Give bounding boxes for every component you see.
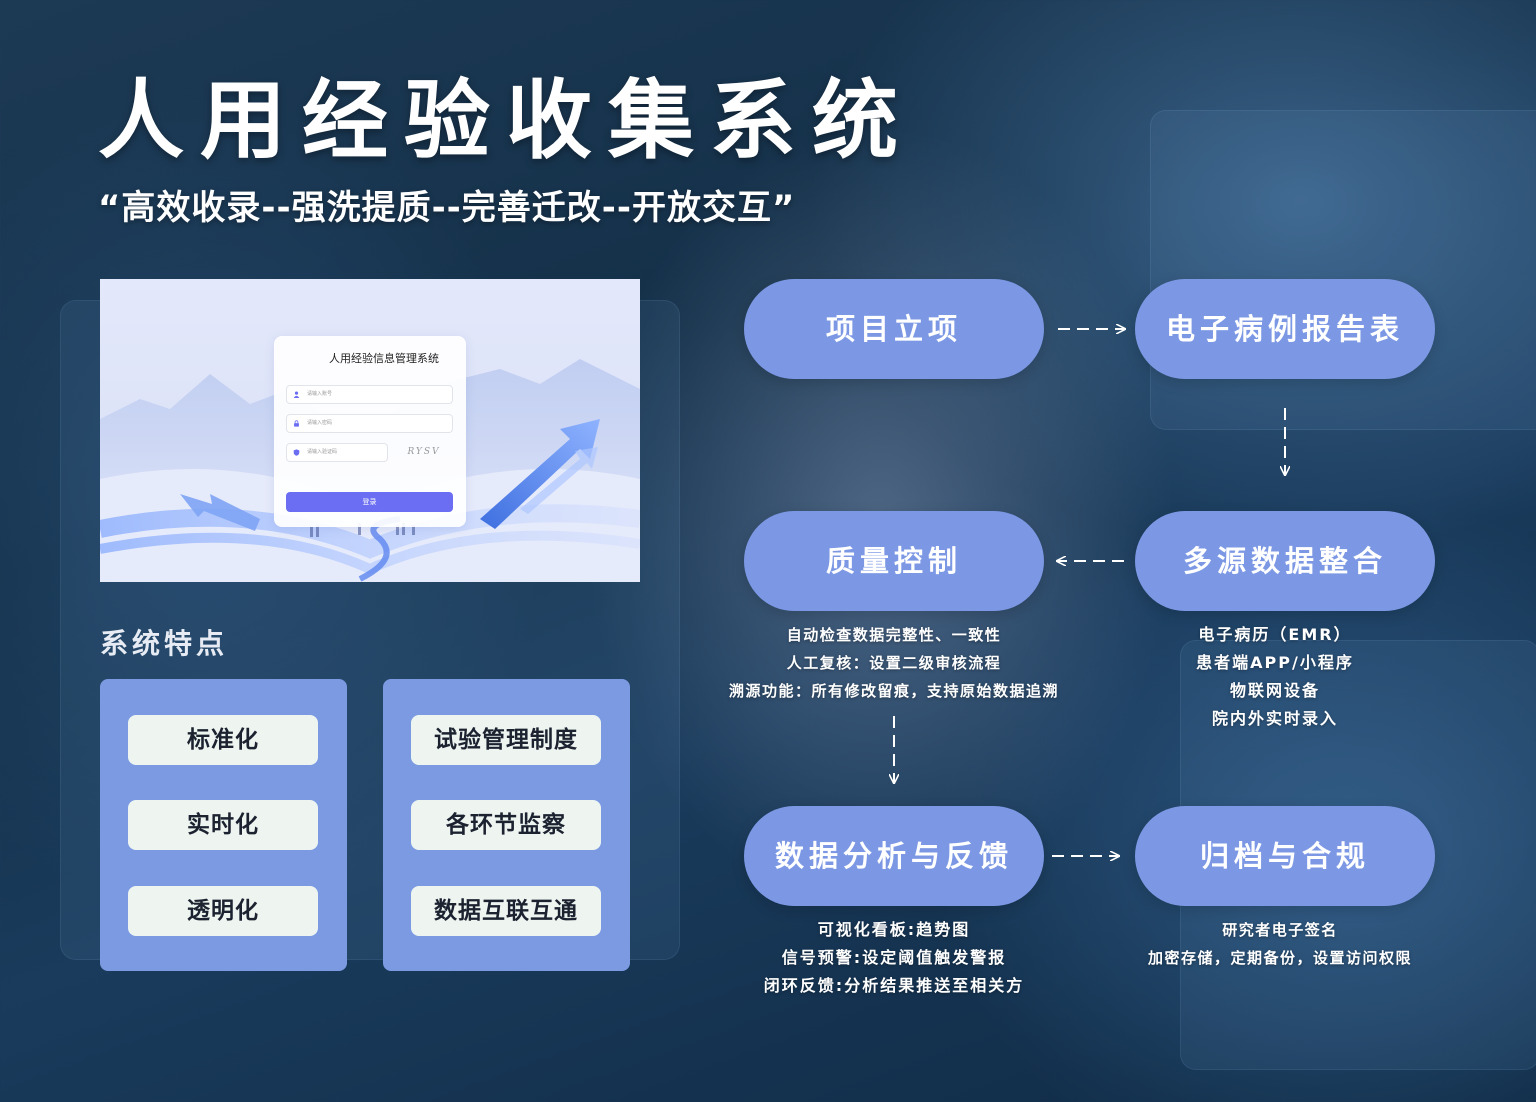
captcha-input[interactable]: 请输入验证码 (286, 443, 388, 462)
captcha-image[interactable]: RYSV (407, 447, 441, 457)
lock-icon (294, 420, 299, 427)
page-subtitle: “高效收录--强洗提质--完善迁改--开放交互” (98, 188, 796, 228)
note-line: 研究者电子签名 (1222, 921, 1338, 939)
features-heading: 系统特点 (100, 627, 229, 660)
note-line: 加密存储，定期备份，设置访问权限 (1147, 949, 1412, 967)
node-multi-source: 多源数据整合 (1135, 511, 1435, 611)
note-line: 闭环反馈:分析结果推送至相关方 (763, 976, 1025, 995)
feature-transparency: 透明化 (128, 886, 318, 936)
username-input[interactable]: 请输入账号 (286, 385, 453, 404)
note-line: 电子病历（EMR） (1198, 625, 1352, 644)
feature-data-interconnection: 数据互联互通 (411, 886, 601, 936)
login-form-card: 人用经验信息管理系统 请输入账号 请输入密码 请输入验证码 RYSV 登录 (274, 336, 466, 527)
login-button[interactable]: 登录 (286, 492, 453, 512)
page-title: 人用经验收集系统 (98, 71, 914, 171)
node-quality-control: 质量控制 (744, 511, 1044, 611)
user-icon (293, 391, 300, 398)
note-line: 物联网设备 (1229, 681, 1320, 700)
note-line: 可视化看板:趋势图 (817, 920, 971, 939)
feature-trial-management: 试验管理制度 (411, 715, 601, 765)
note-line: 患者端APP/小程序 (1196, 653, 1354, 672)
feature-standardization: 标准化 (128, 715, 318, 765)
note-line: 院内外实时录入 (1211, 709, 1338, 728)
notes-multi-source: 电子病历（EMR） 患者端APP/小程序 物联网设备 院内外实时录入 (1130, 621, 1420, 733)
notes-quality-control: 自动检查数据完整性、一致性 人工复核：设置二级审核流程 溯源功能：所有修改留痕，… (694, 621, 1094, 705)
node-project-setup: 项目立项 (744, 279, 1044, 379)
password-input[interactable]: 请输入密码 (286, 414, 453, 433)
feature-realtime: 实时化 (128, 800, 318, 850)
features-panel-left: 标准化 实时化 透明化 (100, 679, 347, 971)
up-arrow-icon (480, 419, 600, 529)
notes-analysis-feedback: 可视化看板:趋势图 信号预警:设定阈值触发警报 闭环反馈:分析结果推送至相关方 (744, 916, 1044, 1000)
note-line: 人工复核：设置二级审核流程 (786, 654, 1002, 672)
note-line: 自动检查数据完整性、一致性 (786, 626, 1002, 644)
notes-archive-compliance: 研究者电子签名 加密存储，定期备份，设置访问权限 (1115, 916, 1445, 972)
node-ecrf: 电子病例报告表 (1135, 279, 1435, 379)
feature-process-supervision: 各环节监察 (411, 800, 601, 850)
login-page-screenshot: 人用经验信息管理系统 请输入账号 请输入密码 请输入验证码 RYSV 登录 (100, 279, 640, 582)
node-archive-compliance: 归档与合规 (1135, 806, 1435, 906)
login-system-title: 人用经验信息管理系统 (329, 352, 439, 365)
shield-icon (293, 449, 300, 456)
node-analysis-feedback: 数据分析与反馈 (744, 806, 1044, 906)
note-line: 溯源功能：所有修改留痕，支持原始数据追溯 (728, 682, 1059, 700)
note-line: 信号预警:设定阈值触发警报 (781, 948, 1007, 967)
features-panel-right: 试验管理制度 各环节监察 数据互联互通 (383, 679, 630, 971)
